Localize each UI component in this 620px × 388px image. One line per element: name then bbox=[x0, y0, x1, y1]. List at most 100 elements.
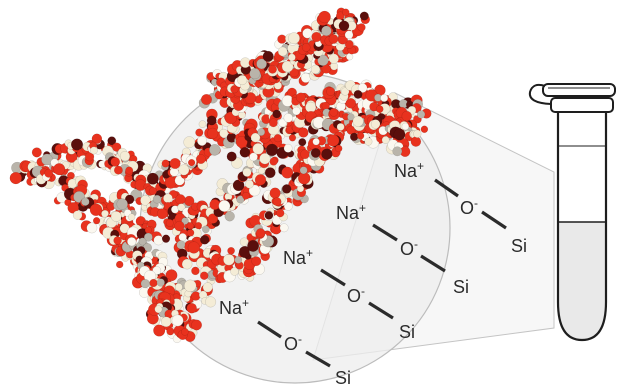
molecule-atom bbox=[175, 194, 186, 205]
molecule-atom bbox=[393, 128, 406, 141]
molecule-atom bbox=[272, 197, 282, 207]
molecule-atom bbox=[342, 8, 350, 17]
microcentrifuge-tube-icon bbox=[528, 83, 616, 342]
molecule-atom bbox=[89, 146, 98, 155]
molecule-atom bbox=[156, 208, 168, 220]
molecule-atom bbox=[359, 11, 369, 21]
molecule-atom bbox=[86, 222, 98, 234]
tube-cap bbox=[542, 83, 616, 97]
molecule-atom bbox=[283, 113, 294, 123]
molecule-atom bbox=[364, 137, 373, 146]
na-o-bond bbox=[320, 268, 346, 287]
molecule-atom bbox=[381, 136, 390, 144]
molecule-atom bbox=[166, 327, 175, 336]
molecule-atom bbox=[181, 327, 189, 336]
molecule-atom bbox=[352, 115, 364, 127]
molecule-atom bbox=[161, 234, 171, 243]
molecule-atom bbox=[199, 271, 209, 280]
molecule-atom bbox=[177, 203, 186, 212]
molecule-atom bbox=[230, 267, 239, 276]
molecule-atom bbox=[264, 211, 274, 220]
svg-text:Na+: Na+ bbox=[394, 159, 424, 181]
molecule-atom bbox=[321, 148, 333, 160]
molecule-atom bbox=[31, 147, 42, 158]
oxygen-label: O bbox=[347, 286, 361, 306]
molecule-atom bbox=[169, 157, 181, 170]
molecule-atom bbox=[256, 58, 267, 70]
molecule-atom bbox=[119, 150, 131, 162]
molecule-atom bbox=[143, 232, 153, 242]
oxygen-charge: - bbox=[414, 237, 418, 251]
sodium-label: Na bbox=[219, 298, 243, 318]
molecule-atom bbox=[235, 136, 248, 148]
molecule-atom bbox=[410, 136, 422, 147]
molecule-atom bbox=[144, 226, 153, 234]
molecule-atom bbox=[237, 74, 248, 86]
molecule-atom bbox=[152, 194, 162, 204]
molecule-atom bbox=[344, 30, 354, 40]
svg-text:O-: O- bbox=[400, 237, 418, 259]
molecule-atom bbox=[44, 168, 54, 178]
molecule-atom bbox=[250, 132, 261, 143]
molecule-atom bbox=[349, 132, 359, 142]
svg-text:O-: O- bbox=[284, 332, 302, 354]
molecule-atom bbox=[341, 87, 350, 96]
molecule-atom bbox=[401, 122, 410, 131]
molecule-atom bbox=[298, 138, 307, 147]
svg-text:O-: O- bbox=[347, 284, 365, 306]
sodium-charge: + bbox=[242, 296, 249, 310]
molecule-atom bbox=[218, 200, 231, 212]
molecule-atom bbox=[153, 324, 166, 337]
molecule-atom bbox=[186, 302, 197, 314]
molecule-atom bbox=[200, 93, 213, 106]
oxygen-charge: - bbox=[474, 196, 478, 210]
molecule-atom bbox=[248, 184, 261, 197]
sodium-charge: + bbox=[306, 246, 313, 260]
svg-text:Na+: Na+ bbox=[336, 201, 366, 223]
molecule-atom bbox=[288, 32, 300, 45]
molecule-atom bbox=[227, 246, 235, 255]
molecule-atom bbox=[183, 136, 196, 149]
molecule-atom bbox=[176, 240, 186, 250]
molecule-atom bbox=[224, 211, 235, 222]
molecule-atom bbox=[223, 253, 235, 266]
molecule-atom bbox=[259, 153, 271, 165]
molecule-atom bbox=[242, 167, 252, 177]
o-si-bond bbox=[481, 210, 507, 230]
molecule-atom bbox=[357, 83, 368, 93]
molecule-atom bbox=[125, 166, 134, 175]
molecule-atom bbox=[345, 98, 357, 109]
molecule-atom bbox=[288, 134, 297, 142]
chem-unit-1: Na+ O- Si bbox=[283, 246, 415, 342]
molecule-atom bbox=[191, 319, 203, 331]
molecule-atom bbox=[312, 138, 320, 146]
molecule-atom bbox=[357, 23, 366, 32]
molecule-atom bbox=[178, 164, 190, 176]
molecule-atom bbox=[110, 157, 121, 167]
molecule-atom bbox=[70, 138, 84, 151]
molecule-atom bbox=[219, 128, 229, 138]
molecule-atom bbox=[328, 53, 339, 64]
molecule-atom bbox=[148, 187, 157, 196]
molecule-atom bbox=[321, 25, 332, 37]
molecule-atom bbox=[146, 172, 159, 185]
molecule-atom bbox=[92, 217, 101, 225]
molecule-atom bbox=[183, 279, 197, 293]
molecule-atom bbox=[279, 223, 289, 233]
molecule-atom bbox=[338, 20, 350, 32]
molecule-atom bbox=[207, 213, 219, 224]
molecule-atom bbox=[249, 152, 258, 162]
molecule-atom bbox=[317, 54, 329, 66]
molecule-atom bbox=[171, 314, 184, 327]
sodium-label: Na bbox=[283, 248, 307, 268]
silicon-label: Si bbox=[335, 368, 351, 388]
chem-unit-2: Na+ O- Si bbox=[336, 201, 469, 297]
molecule-atom bbox=[277, 46, 288, 57]
molecule-atom bbox=[199, 235, 210, 245]
svg-text:O-: O- bbox=[460, 196, 478, 218]
sodium-charge: + bbox=[359, 201, 366, 215]
oxygen-label: O bbox=[400, 239, 414, 259]
chem-unit-0: Na+ O- Si bbox=[219, 296, 351, 388]
molecule-atom bbox=[298, 127, 309, 138]
molecule-atom bbox=[326, 87, 336, 96]
